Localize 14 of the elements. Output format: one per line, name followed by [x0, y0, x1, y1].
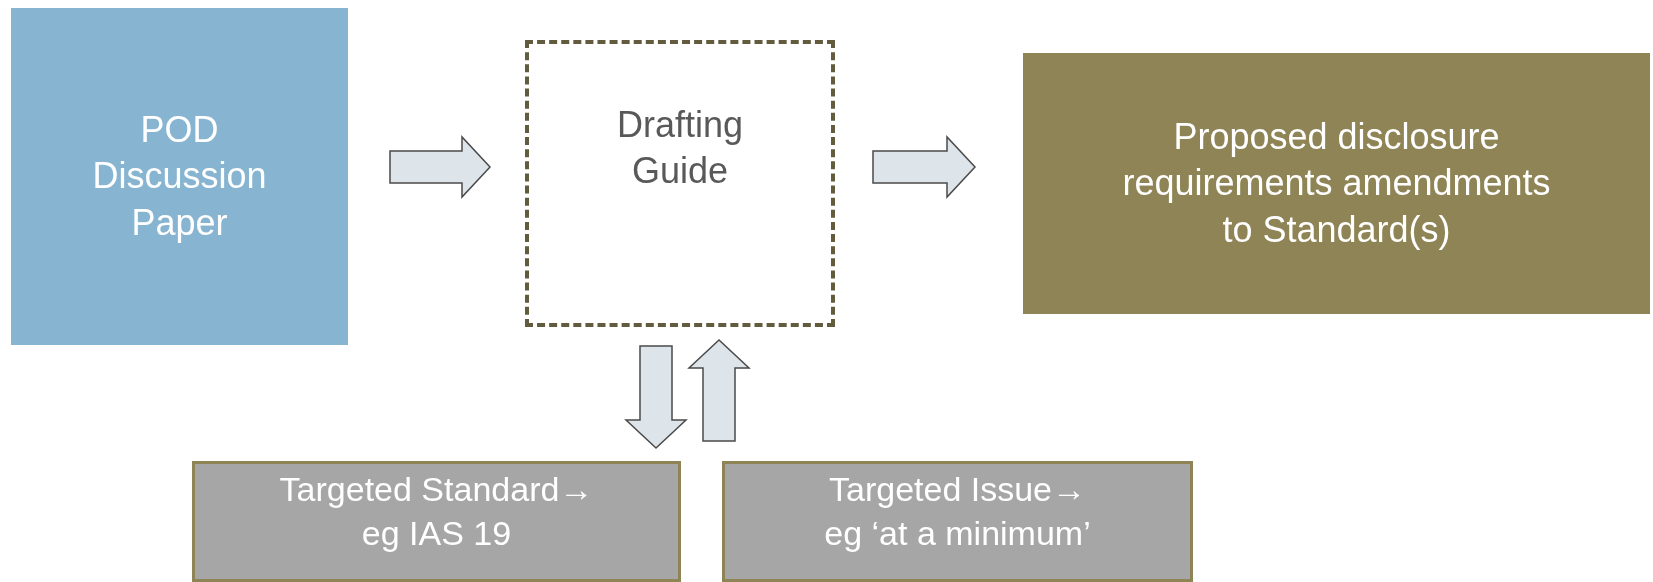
block-arrow: [687, 338, 751, 442]
dashed-process-box: [525, 40, 835, 327]
process-box: [11, 8, 348, 345]
block-arrow: [624, 345, 688, 450]
input-box: [722, 461, 1193, 582]
node-label: Targeted Issue→ eg ‘at a minimum’: [823, 469, 1092, 554]
block-arrow: [389, 135, 492, 199]
node-label: POD Discussion Paper: [91, 108, 268, 245]
node-label: Drafting Guide: [615, 103, 745, 194]
node-label: Proposed disclosure requirements amendments to Standard(s): [1121, 115, 1552, 252]
block-arrow: [872, 135, 977, 199]
input-box: [192, 461, 681, 582]
node-label: Targeted Standard→ eg IAS 19: [278, 469, 595, 554]
output-box: [1023, 53, 1650, 314]
